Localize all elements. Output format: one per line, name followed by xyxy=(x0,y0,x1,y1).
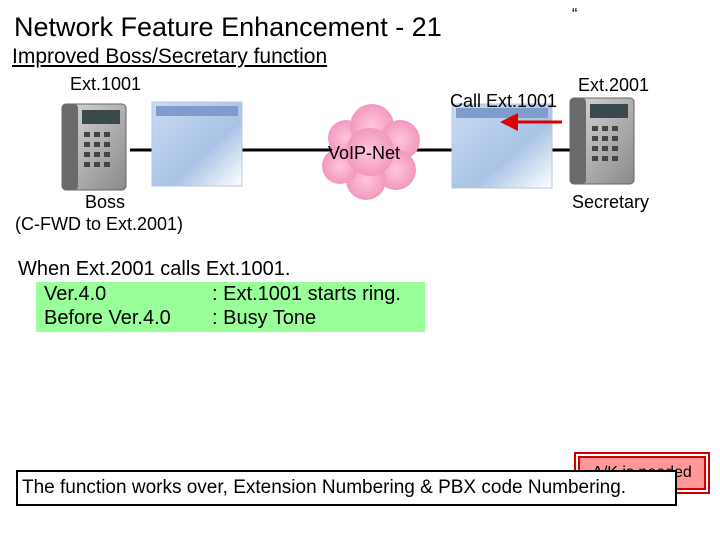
secretary-pbx-unit xyxy=(451,103,553,189)
voip-cloud xyxy=(322,104,420,200)
boss-ext-label: Ext.1001 xyxy=(70,74,141,94)
boss-phone-icon xyxy=(61,103,127,191)
info-box: Ver.4.0 : Ext.1001 starts ring. Before V… xyxy=(36,282,425,332)
page-title: Network Feature Enhancement - 21 xyxy=(14,12,442,42)
row-version: Ver.4.0 xyxy=(44,283,107,305)
call-arrow-icon xyxy=(500,113,562,131)
secretary-label: Secretary xyxy=(572,192,649,212)
row-result: : Ext.1001 starts ring. xyxy=(212,283,401,305)
boss-pbx-unit xyxy=(151,101,243,187)
call-label: Call Ext.1001 xyxy=(450,91,557,111)
voip-net-label: VoIP-Net xyxy=(328,143,400,163)
footer-note: The function works over, Extension Numbe… xyxy=(16,470,677,506)
row-result: : Busy Tone xyxy=(212,307,317,329)
boss-label: Boss xyxy=(85,192,125,212)
page-subtitle: Improved Boss/Secretary function xyxy=(12,45,328,68)
secretary-ext-label: Ext.2001 xyxy=(578,75,649,95)
row-version: Before Ver.4.0 xyxy=(44,307,171,329)
secretary-phone-icon xyxy=(569,97,635,185)
stray-quote-mark: “ xyxy=(572,6,578,23)
info-heading: When Ext.2001 calls Ext.1001. xyxy=(18,258,291,280)
boss-note-label: (C-FWD to Ext.2001) xyxy=(15,214,183,234)
